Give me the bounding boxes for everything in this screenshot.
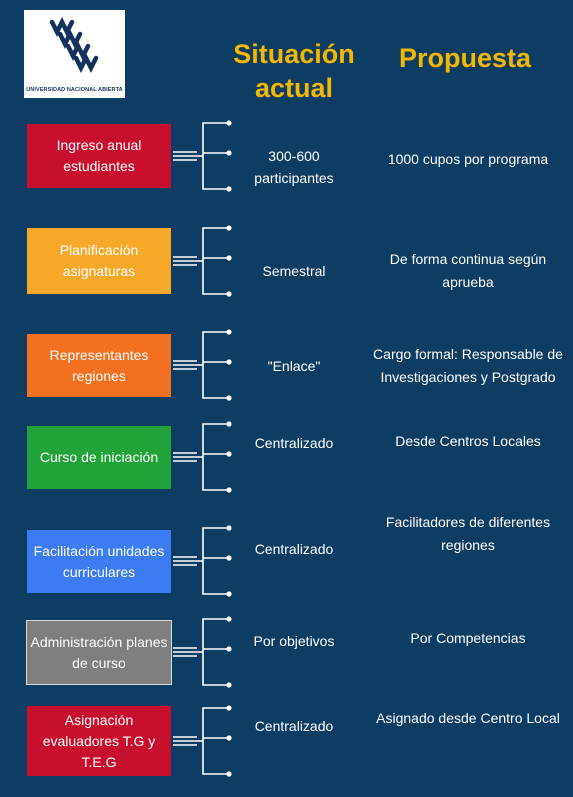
header-current: Situación actual [233, 39, 355, 103]
category-facilitacion: Facilitación unidades curriculares [27, 530, 171, 593]
proposal-asignacion: Asignado desde Centro Local [376, 710, 560, 726]
category-ingreso: Ingreso anual estudiantes [27, 124, 171, 188]
current-curso: Centralizado [254, 435, 334, 451]
connector-5 [173, 525, 232, 597]
category-asignacion: Asignación evaluadores T.G y T.E.G [27, 706, 171, 776]
category-administracion: Administración planes de curso [26, 620, 172, 685]
current-facilitacion: Centralizado [254, 541, 334, 557]
current-ingreso: 300-600 participantes [254, 148, 334, 186]
current-administracion: Por objetivos [253, 633, 335, 649]
logo-caption: UNIVERSIDAD NACIONAL ABIERTA [26, 87, 123, 93]
current-asignacion: Centralizado [254, 718, 334, 734]
connector-3 [173, 329, 232, 401]
connector-4 [173, 421, 232, 493]
connector-1 [173, 120, 232, 192]
header-proposal: Propuesta [398, 43, 532, 73]
proposal-representantes: Cargo formal: Responsable de Investigaci… [373, 346, 563, 385]
una-logo-icon [49, 16, 99, 74]
proposal-planificacion: De forma continua según aprueba [389, 251, 547, 290]
proposal-ingreso: 1000 cupos por programa [387, 151, 549, 167]
logo: UNIVERSIDAD NACIONAL ABIERTA [24, 10, 125, 98]
proposal-administracion: Por Competencias [410, 630, 526, 646]
current-representantes: "Enlace" [267, 358, 321, 374]
connector-2 [173, 225, 232, 297]
connector-6 [173, 616, 232, 688]
connector-7 [173, 705, 232, 777]
category-planificacion: Planificación asignaturas [27, 228, 171, 294]
current-planificacion: Semestral [262, 263, 326, 279]
category-curso: Curso de iniciación [27, 426, 171, 489]
category-representantes: Representantes regiones [27, 334, 171, 397]
proposal-facilitacion: Facilitadores de diferentes regiones [385, 514, 551, 553]
proposal-curso: Desde Centros Locales [395, 433, 541, 449]
